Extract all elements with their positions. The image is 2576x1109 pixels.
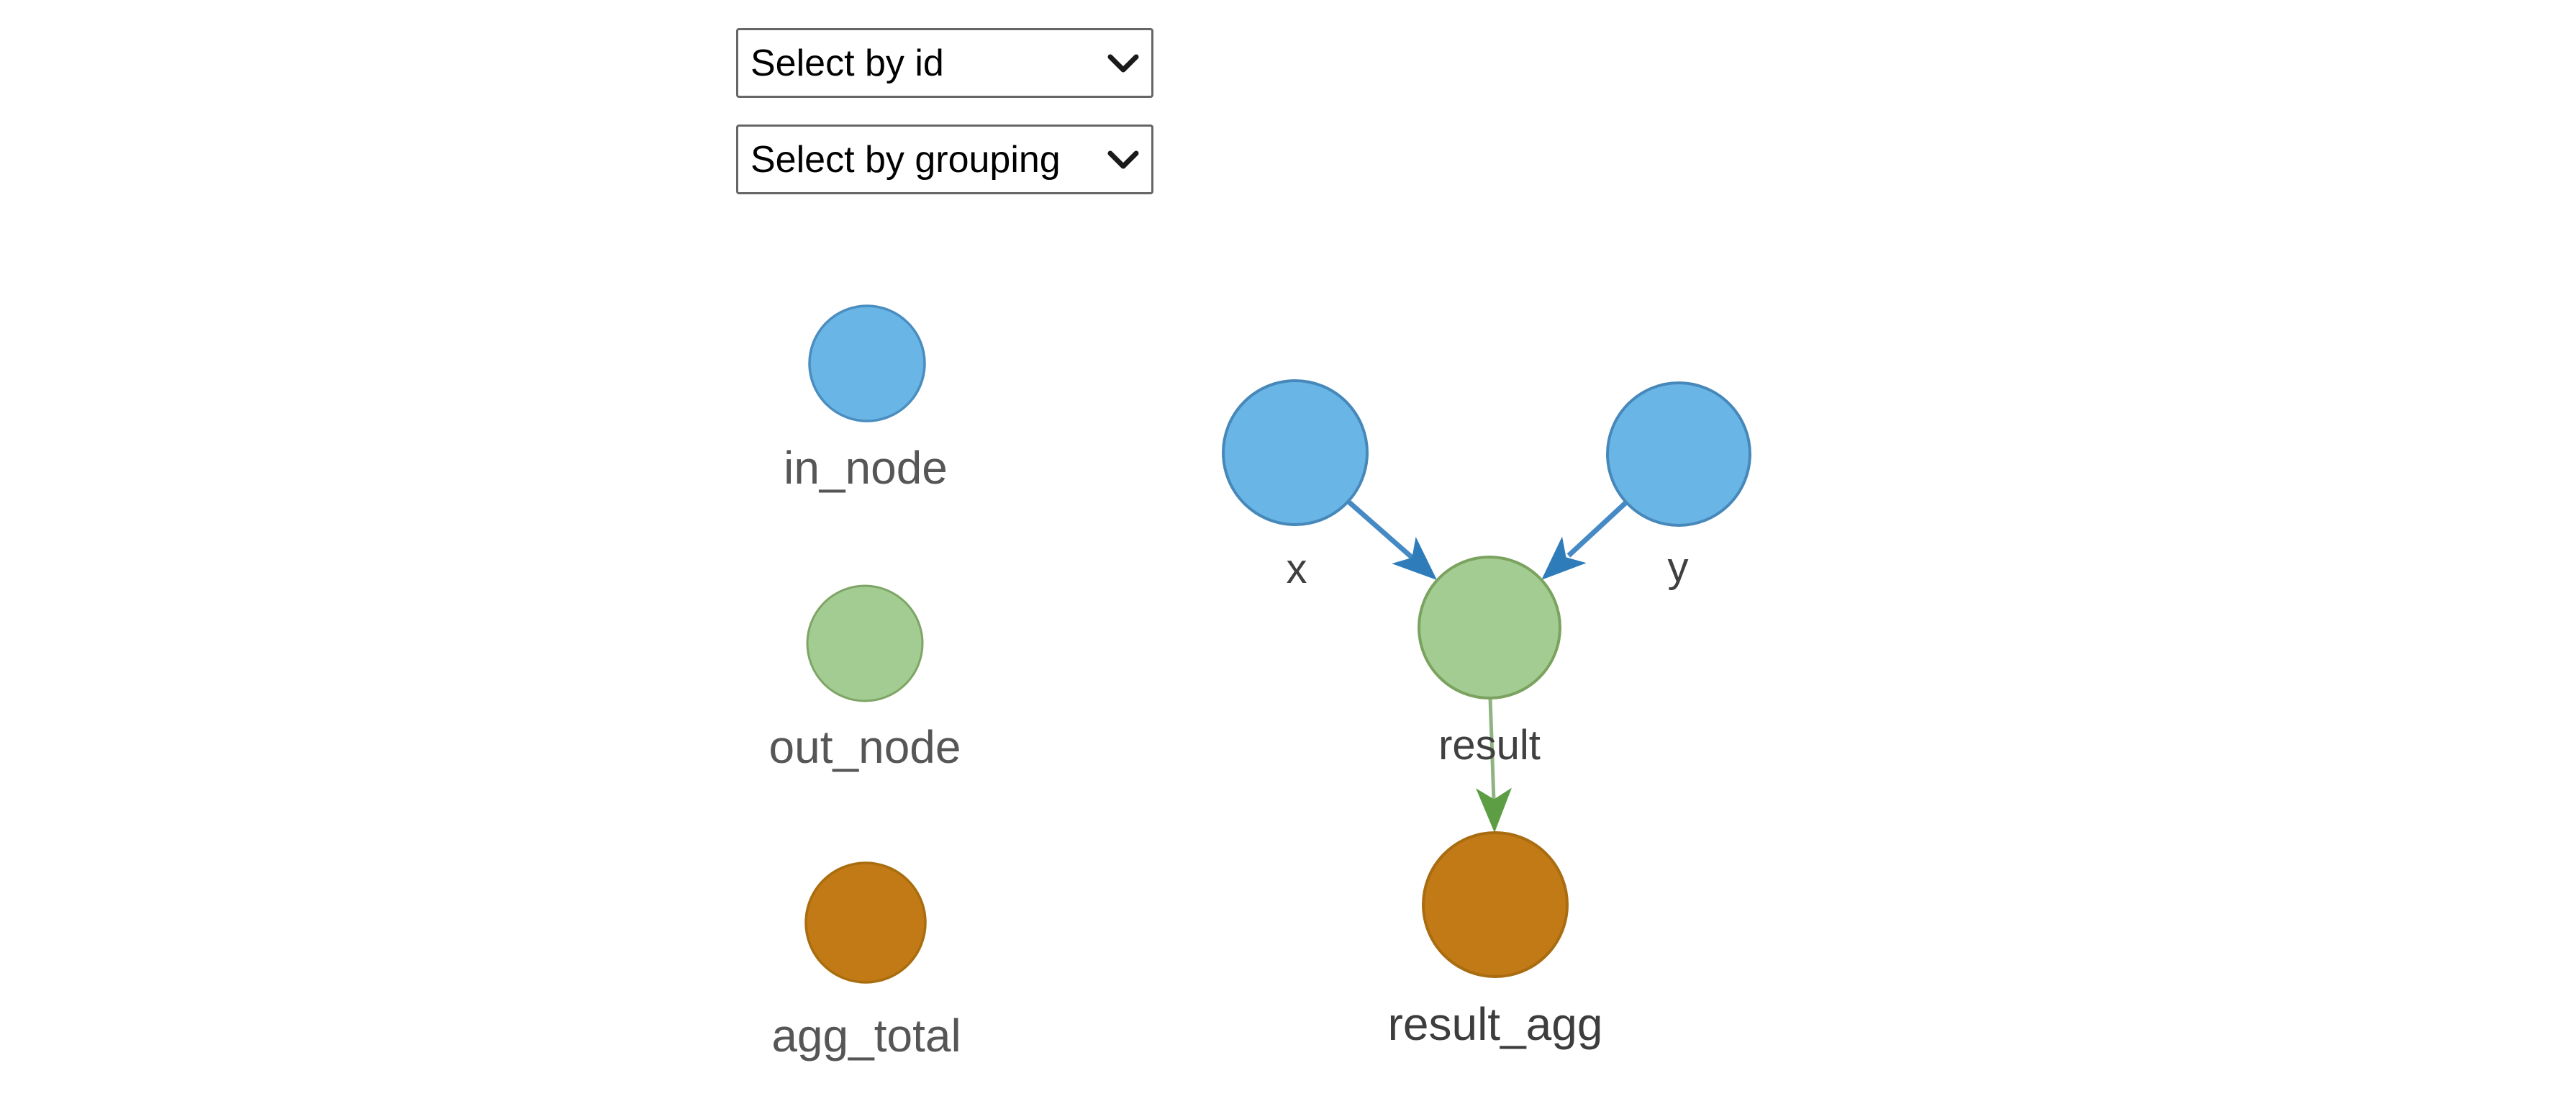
edge-line[interactable] xyxy=(1566,500,1628,558)
node-result-agg[interactable]: result_agg xyxy=(1388,831,1603,1050)
legend-label-in-node: in_node xyxy=(784,442,948,494)
edge-line[interactable] xyxy=(1488,697,1496,801)
node-circle-result-agg[interactable] xyxy=(1422,831,1569,978)
legend-swatch-out-node xyxy=(806,584,924,702)
arrowhead-icon xyxy=(1476,787,1512,833)
edge-line[interactable] xyxy=(1346,499,1416,561)
legend-label-agg-total: agg_total xyxy=(771,1010,961,1062)
legend-label-out-node: out_node xyxy=(769,721,961,773)
node-circle-y[interactable] xyxy=(1606,381,1751,527)
node-result[interactable]: result xyxy=(1418,556,1561,769)
node-y[interactable]: y xyxy=(1606,381,1751,591)
edge-x-to-result[interactable] xyxy=(1346,499,1437,580)
arrowhead-icon xyxy=(1392,536,1437,580)
edge-y-to-result[interactable] xyxy=(1541,500,1628,580)
node-label-result-agg: result_agg xyxy=(1388,998,1603,1050)
node-x[interactable]: x xyxy=(1222,379,1369,592)
node-label-result: result xyxy=(1438,722,1541,769)
legend-swatch-agg-total xyxy=(804,861,927,984)
legend: in_node out_node agg_total xyxy=(769,304,961,1062)
node-label-y: y xyxy=(1668,544,1689,591)
arrowhead-icon xyxy=(1541,536,1587,580)
edge-result-to-result-agg[interactable] xyxy=(1476,697,1512,833)
node-circle-result[interactable] xyxy=(1418,556,1561,700)
select-by-id-dropdown[interactable]: Select by id xyxy=(736,28,1153,98)
node-label-x: x xyxy=(1287,546,1307,592)
select-by-grouping-dropdown[interactable]: Select by grouping xyxy=(736,125,1153,194)
node-circle-x[interactable] xyxy=(1222,379,1369,526)
legend-swatch-in-node xyxy=(808,304,926,422)
